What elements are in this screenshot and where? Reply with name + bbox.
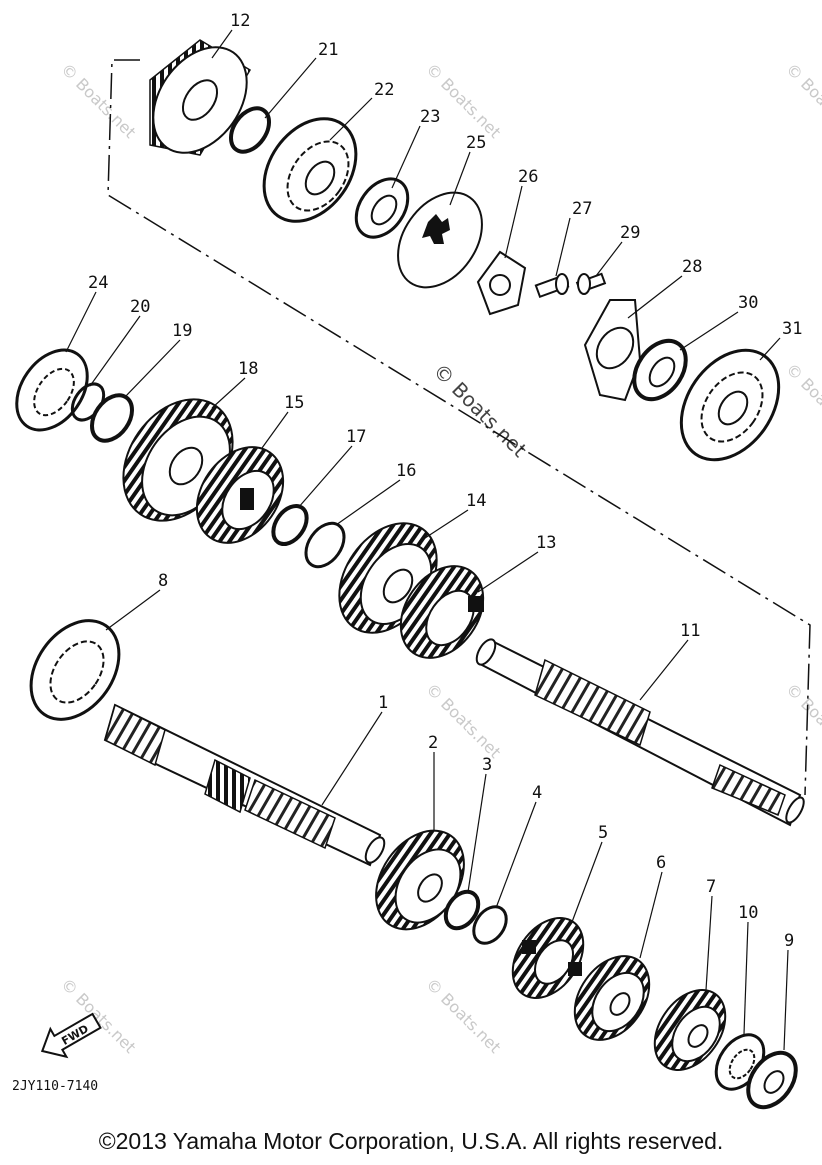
drawing-code: 2JY110-7140 (12, 1079, 98, 1094)
callout-label: 1 (378, 693, 388, 713)
part-21-washer (228, 106, 272, 154)
callout-label: 28 (682, 257, 702, 277)
fwd-arrow-icon: FWD (40, 1012, 102, 1059)
part-1-shaft (103, 703, 386, 867)
callout-label: 10 (738, 903, 758, 923)
callout-label: 31 (782, 319, 802, 339)
callout-label: 12 (230, 11, 250, 31)
callout-label: 3 (482, 755, 492, 775)
part-27-bolt (534, 273, 570, 299)
callouts: 12 21 22 23 25 26 27 29 28 30 31 24 20 1… (88, 11, 802, 951)
callout-label: 23 (420, 107, 440, 127)
watermark: © Boats.net (782, 679, 822, 761)
callout-label: 6 (656, 853, 666, 873)
callout-label: 16 (396, 461, 416, 481)
callout-label: 20 (130, 297, 150, 317)
callout-label: 26 (518, 167, 538, 187)
part-16-circlip (304, 521, 346, 569)
part-22-bearing (262, 117, 358, 223)
callout-label: 30 (738, 293, 758, 313)
part-28-retainer-plate (583, 299, 642, 402)
callout-label: 11 (680, 621, 700, 641)
part-12-gear (149, 39, 252, 156)
part-6-gear (573, 955, 651, 1041)
callout-label: 15 (284, 393, 304, 413)
watermark: © Boats.net (422, 59, 504, 141)
callout-label: 22 (374, 80, 394, 100)
watermark: © Boats.net (782, 59, 822, 141)
leader-lines (65, 29, 789, 1051)
callout-label: 21 (318, 40, 338, 60)
part-30-seal (632, 338, 688, 402)
part-26-lock-washer (476, 250, 527, 316)
callout-label: 29 (620, 223, 640, 243)
part-4-circlip (472, 905, 508, 945)
copyright-notice: ©2013 Yamaha Motor Corporation, U.S.A. A… (98, 1128, 724, 1154)
callout-label: 18 (238, 359, 258, 379)
part-25-sprocket (397, 191, 483, 289)
watermark: © Boats.net (57, 59, 139, 141)
callout-label: 24 (88, 273, 108, 293)
part-23-seal (354, 177, 410, 239)
part-7-gear (653, 989, 727, 1071)
part-5-gear (511, 917, 585, 999)
callout-label: 8 (158, 571, 168, 591)
callout-label: 14 (466, 491, 486, 511)
callout-label: 4 (532, 783, 542, 803)
part-19-washer (90, 393, 134, 443)
assembly-guide-line (107, 59, 811, 796)
part-8-bearing (29, 619, 121, 721)
part-24-bearing (15, 348, 89, 432)
watermark: © Boats.net (422, 974, 504, 1056)
callout-label: 2 (428, 733, 438, 753)
part-13-gear (399, 565, 485, 659)
callout-label: 7 (706, 877, 716, 897)
callout-label: 19 (172, 321, 192, 341)
part-2-gear (375, 829, 465, 931)
callout-label: 5 (598, 823, 608, 843)
part-9-nut (746, 1050, 798, 1110)
part-15-gear (195, 446, 285, 544)
callout-label: 9 (784, 931, 794, 951)
watermark-center: © Boats.net (428, 359, 531, 462)
callout-label: 27 (572, 199, 592, 219)
callout-label: 13 (536, 533, 556, 553)
part-31-bearing (679, 348, 781, 462)
callout-label: 25 (466, 133, 486, 153)
watermark: © Boats.net (782, 359, 822, 441)
part-11-shaft (475, 638, 805, 827)
callout-label: 17 (346, 427, 366, 447)
part-17-washer (271, 504, 309, 546)
part-29-bolt (575, 272, 607, 295)
part-3-washer (443, 889, 481, 931)
